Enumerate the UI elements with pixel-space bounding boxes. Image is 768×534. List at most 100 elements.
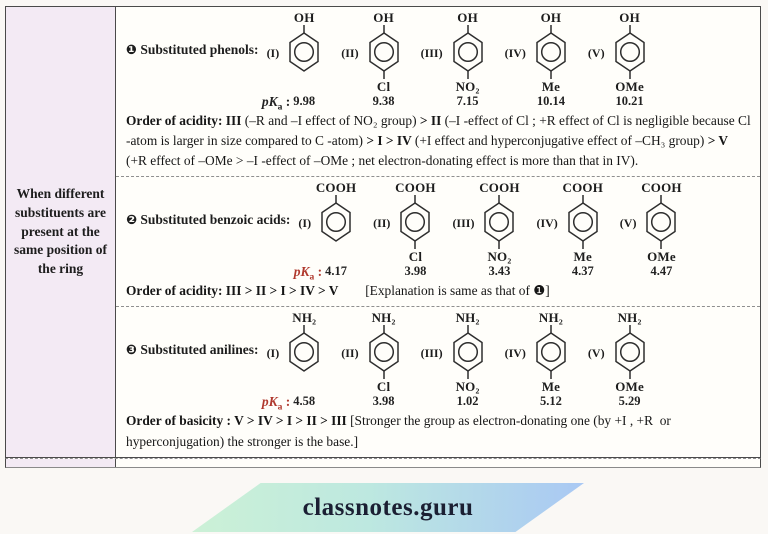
section-number-icon: ❸ <box>126 343 138 359</box>
table-next-row-partial <box>5 457 761 468</box>
pka-value: 5.29 <box>619 394 641 409</box>
benzene-ring-icon <box>562 195 604 250</box>
benzene-ring-icon <box>609 325 651 380</box>
benzene-ring-icon <box>640 195 682 250</box>
order-of-acidity-text: Order of acidity: III (–R and –I effect … <box>126 111 752 171</box>
substituent-top-label: NH₂ <box>538 310 563 326</box>
substituent-bottom-label <box>334 249 337 264</box>
molecule: OH pKa : 9.98 <box>262 10 327 113</box>
pka-number: 10.21 <box>615 94 644 108</box>
pka-value: 10.14 <box>537 94 565 109</box>
molecule-group: (I)NH₂ pKa :4.58 <box>262 310 328 413</box>
pka-value: 3.43 <box>489 264 511 279</box>
row-header-cell-partial <box>6 458 116 467</box>
molecule-numeral: (I) <box>266 346 280 361</box>
substituent-bottom-label <box>303 79 306 94</box>
substituent-top-label: COOH <box>562 180 604 196</box>
section-title-text: Substituted anilines: <box>140 342 259 358</box>
section-title: ❸ Substituted anilines: <box>126 342 259 358</box>
molecule-group: (I)OH pKa : 9.98 <box>262 10 328 113</box>
benzene-ring-icon <box>478 195 520 250</box>
pka-number: 7.15 <box>456 94 479 108</box>
substituent-top-label: OH <box>540 10 562 25</box>
molecule-numeral: (II) <box>341 346 359 361</box>
pka-label: pKa : <box>261 94 291 113</box>
section-title: ❷ Substituted benzoic acids: <box>126 212 290 228</box>
classnotes-banner: classnotes.guru <box>192 483 584 532</box>
substituent-top-label: NH₂ <box>455 310 480 326</box>
pka-number: 4.17 <box>325 264 348 279</box>
row-header-text: When different substituents are present … <box>13 186 107 276</box>
substituent-bottom-label: Cl <box>408 249 423 265</box>
molecule-numeral: (I) <box>298 216 312 231</box>
substituent-bottom-label: NO₂ <box>455 379 480 395</box>
molecule-numeral: (I) <box>266 46 280 60</box>
substituent-top-label: NH₂ <box>617 310 642 326</box>
benzene-ring-icon <box>530 325 572 380</box>
molecule-numeral: (V) <box>587 46 605 60</box>
molecule-numeral: (IV) <box>504 346 526 361</box>
text-run: Order of basicity : V > IV > I > II > II… <box>126 413 351 429</box>
molecule-numeral: (III) <box>420 346 443 361</box>
substituent-top-label: OH <box>293 10 315 25</box>
pka-label: pKa : <box>293 264 323 284</box>
text-run: [Explanation is same as that of ❶] <box>338 283 550 299</box>
substituent-bottom-label: Me <box>541 379 561 395</box>
text-run: (+I effect and hyperconjugative effect o… <box>414 133 708 149</box>
substituent-bottom-label: Me <box>541 79 561 94</box>
pka-number: 4.58 <box>293 394 316 409</box>
order-of-acidity-text: Order of acidity: III > II > I > IV > V … <box>126 281 752 301</box>
order-of-basicity-text: Order of basicity : V > IV > I > II > II… <box>126 411 752 451</box>
section-title-text: Substituted benzoic acids: <box>140 212 291 228</box>
pka-value: 7.15 <box>457 94 479 109</box>
substituent-bottom-label: Cl <box>376 379 391 395</box>
benzene-ring-icon <box>283 25 325 79</box>
molecule-numeral: (III) <box>420 46 443 60</box>
molecule: COOH pKa : 4.17 <box>294 180 359 283</box>
section-title-text: Substituted phenols: <box>140 42 259 57</box>
pka-value: pKa : 9.98 <box>262 94 316 113</box>
structures-row: ❶ Substituted phenols: (I)OH pKa : 9.98(… <box>126 10 752 113</box>
substituent-bottom-label: OMe <box>615 79 644 94</box>
benzene-ring-icon <box>283 325 325 379</box>
text-run: Order of acidity: III > II > I > IV > V <box>126 283 339 299</box>
pka-number: 1.02 <box>456 394 479 409</box>
benzene-ring-icon <box>609 25 651 79</box>
substituent-top-label: COOH <box>479 180 520 196</box>
section-title: ❶ Substituted phenols: <box>126 42 259 58</box>
pka-value: 1.02 <box>457 394 479 409</box>
molecule-numeral: (V) <box>587 346 605 361</box>
pka-value: 3.98 <box>373 394 395 409</box>
text-run: (+R effect of –OMe > –I -effect of –OMe … <box>126 153 639 169</box>
substituent-top-label: COOH <box>641 180 682 196</box>
structures-row: ❸ Substituted anilines: (I)NH₂ pKa :4.58… <box>126 310 752 413</box>
substituent-top-label: OH <box>373 10 394 25</box>
banner-text: classnotes.guru <box>302 493 474 521</box>
pka-number: 9.98 <box>293 94 316 108</box>
text-run: > I > IV <box>366 133 415 149</box>
pka-number: 3.43 <box>488 264 511 279</box>
substituent-top-label: COOH <box>315 180 357 196</box>
molecule-numeral: (IV) <box>504 46 526 60</box>
substituent-top-label: COOH <box>395 180 436 196</box>
substituent-bottom-label: NO₂ <box>455 79 480 94</box>
structures-row: ❷ Substituted benzoic acids: (I)COOH pKa… <box>126 180 752 283</box>
substituent-bottom-label: Me <box>573 249 592 265</box>
pka-value: pKa : 4.17 <box>294 264 348 283</box>
